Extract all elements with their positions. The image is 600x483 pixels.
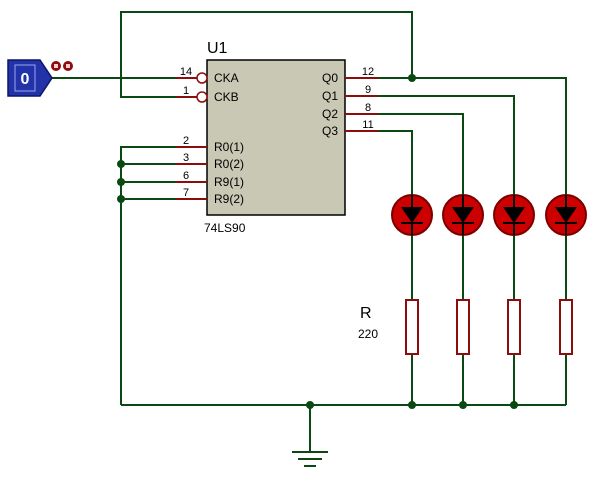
diode-symbol-icon	[555, 207, 577, 223]
resistor-body[interactable]	[559, 299, 573, 355]
wire-q2-out	[378, 113, 464, 195]
resistor-body[interactable]	[507, 299, 521, 355]
pin-name: Q1	[322, 89, 338, 103]
pin-name: R9(2)	[214, 192, 244, 206]
inversion-bubble-icon	[196, 91, 208, 103]
logic-source-digit-box	[14, 64, 36, 92]
resistor-ref: R	[360, 305, 372, 322]
led-q1[interactable]	[493, 194, 535, 236]
wires	[52, 11, 567, 452]
pin-number: 14	[180, 66, 192, 78]
probe-mark	[66, 64, 70, 68]
pin-name: R0(2)	[214, 157, 244, 171]
pin-number: 7	[183, 187, 189, 199]
pin-name: CKB	[214, 90, 239, 104]
pin-number: 2	[183, 135, 189, 147]
probe-mark	[54, 64, 58, 68]
pin-number: 9	[365, 84, 371, 96]
pin-number: 1	[183, 85, 189, 97]
pin-name: CKA	[214, 71, 239, 85]
led-q2[interactable]	[442, 194, 484, 236]
resistor-body[interactable]	[456, 299, 470, 355]
pin-number: 6	[183, 170, 189, 182]
wire-q1-out	[378, 95, 515, 195]
junction-dot	[459, 401, 467, 409]
junction-dot	[117, 160, 125, 168]
diode-symbol-icon	[452, 207, 474, 223]
ic-u1[interactable]: U1 74LS90 14 1 2 3 6 7 CKA CKB R0(1) R0(…	[176, 40, 378, 235]
junction-dot	[408, 401, 416, 409]
pin-number: 12	[362, 66, 374, 78]
pin-name: Q2	[322, 107, 338, 121]
ic-part: 74LS90	[204, 221, 246, 235]
led-q0[interactable]	[545, 194, 587, 236]
pin-name: Q0	[322, 71, 338, 85]
led-array	[391, 194, 587, 236]
junctions	[117, 74, 518, 409]
ground-icon	[292, 451, 328, 467]
pin-name: R0(1)	[214, 140, 244, 154]
ic-body[interactable]	[206, 59, 346, 216]
resistor-body[interactable]	[405, 299, 419, 355]
pin-name: R9(1)	[214, 175, 244, 189]
pin-name: Q3	[322, 124, 338, 138]
pin-number: 8	[365, 102, 371, 114]
diode-symbol-icon	[503, 207, 525, 223]
junction-dot	[117, 195, 125, 203]
diode-symbol-icon	[401, 207, 423, 223]
pin-number: 3	[183, 152, 189, 164]
wire-q3-out	[378, 130, 413, 195]
ic-ref: U1	[207, 40, 228, 57]
resistor-value: 220	[358, 327, 378, 341]
wire-reset-bus	[120, 146, 176, 405]
junction-dot	[306, 401, 314, 409]
wire-q0-out	[378, 77, 567, 195]
logic-state-source[interactable]: 0	[7, 59, 73, 97]
pin-number: 11	[362, 119, 373, 131]
wire-q0-to-ckb	[120, 11, 413, 98]
logic-source-state: 0	[21, 71, 30, 88]
resistor-array: R 220	[358, 299, 573, 355]
led-q3[interactable]	[391, 194, 433, 236]
inversion-bubble-icon	[196, 72, 208, 84]
junction-dot	[408, 74, 416, 82]
junction-dot	[117, 178, 125, 186]
junction-dot	[510, 401, 518, 409]
